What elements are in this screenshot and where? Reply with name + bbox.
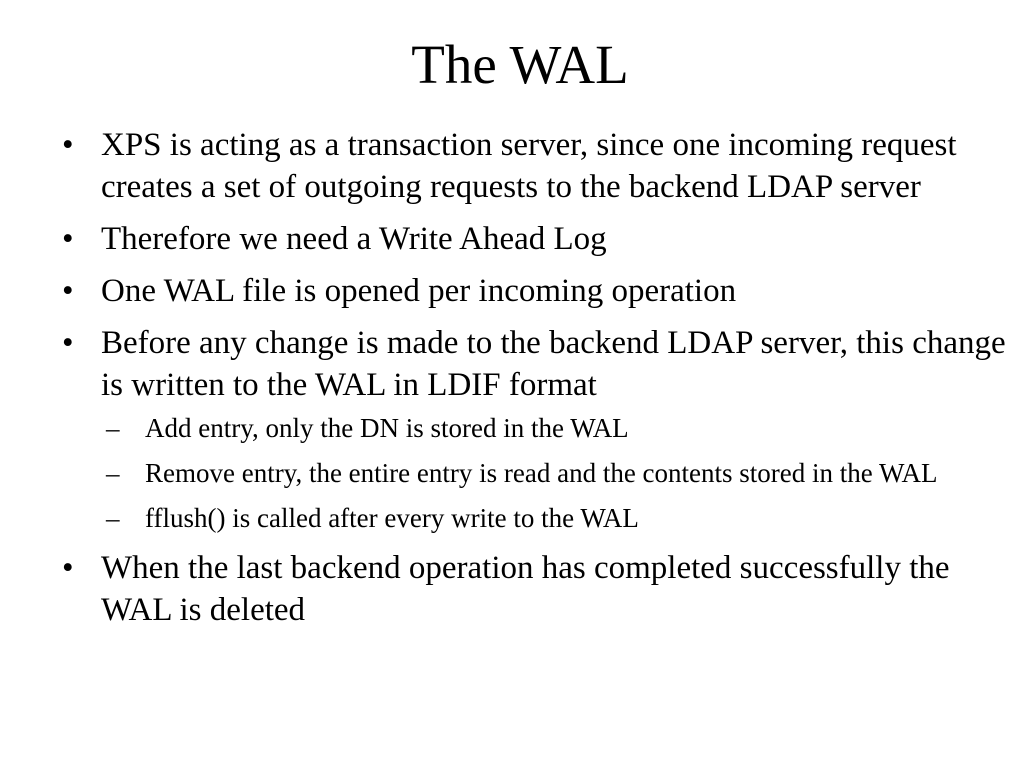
bullet-icon: •: [62, 221, 74, 257]
sub-bullet-item: – Remove entry, the entire entry is read…: [106, 455, 1024, 491]
bullet-text: When the last backend operation has comp…: [101, 550, 950, 628]
bullet-icon: •: [62, 325, 74, 361]
sub-bullet-item: – Add entry, only the DN is stored in th…: [106, 410, 1024, 446]
sub-bullet-item: – fflush() is called after every write t…: [106, 500, 1024, 536]
bullet-text: Therefore we need a Write Ahead Log: [101, 221, 607, 257]
bullet-text: Before any change is made to the backend…: [101, 325, 1006, 403]
sub-bullet-text: fflush() is called after every write to …: [145, 503, 639, 533]
bullet-icon: •: [62, 127, 74, 163]
bullet-item: • One WAL file is opened per incoming op…: [62, 270, 1020, 312]
bullet-item: • XPS is acting as a transaction server,…: [62, 124, 1020, 208]
bullet-text: XPS is acting as a transaction server, s…: [101, 127, 957, 205]
dash-icon: –: [106, 413, 120, 443]
bullet-item: • When the last backend operation has co…: [62, 547, 1020, 631]
bullet-icon: •: [62, 550, 74, 586]
sub-bullet-text: Add entry, only the DN is stored in the …: [145, 413, 629, 443]
bullet-item: • Therefore we need a Write Ahead Log: [62, 218, 1020, 260]
bullet-item: • Before any change is made to the backe…: [62, 322, 1020, 406]
sub-bullet-list: – Add entry, only the DN is stored in th…: [62, 410, 1020, 536]
sub-bullet-text: Remove entry, the entire entry is read a…: [145, 458, 938, 488]
bullet-list: • XPS is acting as a transaction server,…: [62, 124, 1020, 641]
dash-icon: –: [106, 458, 120, 488]
slide-title: The WAL: [411, 34, 629, 95]
bullet-icon: •: [62, 273, 74, 309]
bullet-text: One WAL file is opened per incoming oper…: [101, 273, 737, 309]
dash-icon: –: [106, 503, 120, 533]
